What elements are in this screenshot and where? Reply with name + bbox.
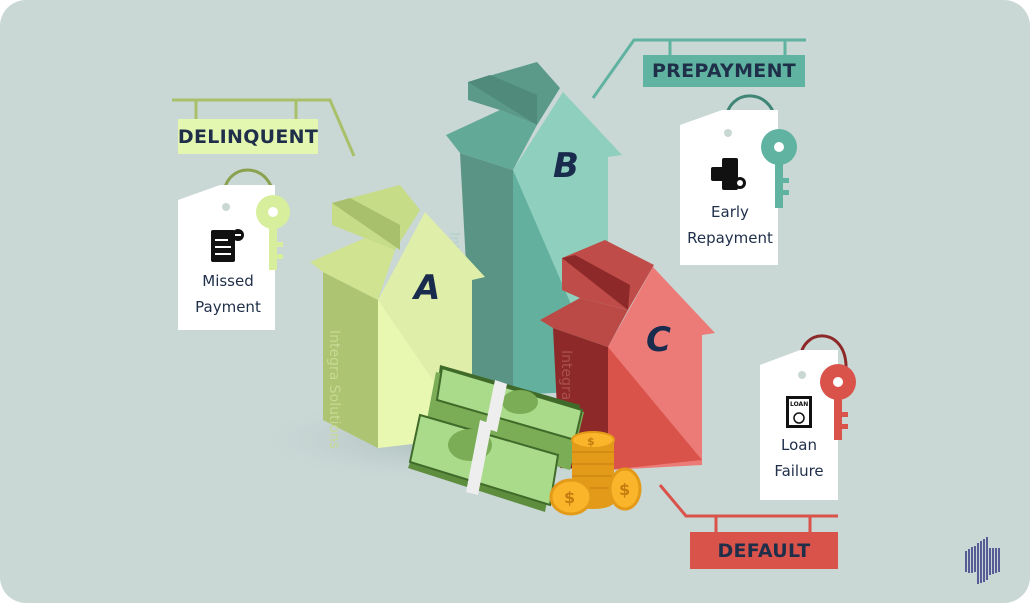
coins-icon: $ $ $ bbox=[549, 431, 642, 516]
prepayment-sign: PREPAYMENT bbox=[643, 55, 805, 87]
house-c-label: C bbox=[646, 320, 671, 360]
svg-text:$: $ bbox=[587, 435, 595, 448]
tag-missed-payment bbox=[178, 168, 290, 330]
delinquent-sign: DELINQUENT bbox=[178, 119, 318, 154]
loan-document-icon: LOAN bbox=[786, 396, 812, 428]
early-repayment-text: Early Repayment bbox=[680, 199, 780, 251]
loan-failure-line2: Failure bbox=[774, 462, 824, 480]
svg-text:$: $ bbox=[619, 480, 630, 499]
watermark-a: Integra Solutions bbox=[326, 330, 342, 449]
early-repayment-line2: Repayment bbox=[687, 229, 773, 247]
missed-payment-line2: Payment bbox=[195, 298, 261, 316]
tag-loan-failure: LOAN bbox=[760, 334, 856, 500]
prepayment-rail bbox=[591, 38, 806, 99]
delinquent-rail bbox=[172, 98, 356, 157]
integra-logo bbox=[965, 537, 1000, 584]
svg-text:LOAN: LOAN bbox=[790, 401, 808, 408]
default-sign: DEFAULT bbox=[690, 532, 838, 569]
loan-failure-text: Loan Failure bbox=[760, 432, 838, 484]
watermark-c: Integra bbox=[558, 350, 574, 400]
receipt-icon bbox=[211, 229, 244, 262]
loan-failure-line1: Loan bbox=[781, 436, 817, 454]
house-b-label: B bbox=[553, 146, 579, 186]
house-a-label: A bbox=[414, 268, 441, 308]
default-rail bbox=[658, 484, 838, 532]
card-receipt-icon bbox=[711, 158, 746, 190]
missed-payment-text: Missed Payment bbox=[178, 268, 278, 320]
tag-early-repayment bbox=[680, 94, 797, 265]
missed-payment-line1: Missed bbox=[202, 272, 254, 290]
svg-text:$: $ bbox=[564, 488, 575, 507]
early-repayment-line1: Early bbox=[711, 203, 749, 221]
